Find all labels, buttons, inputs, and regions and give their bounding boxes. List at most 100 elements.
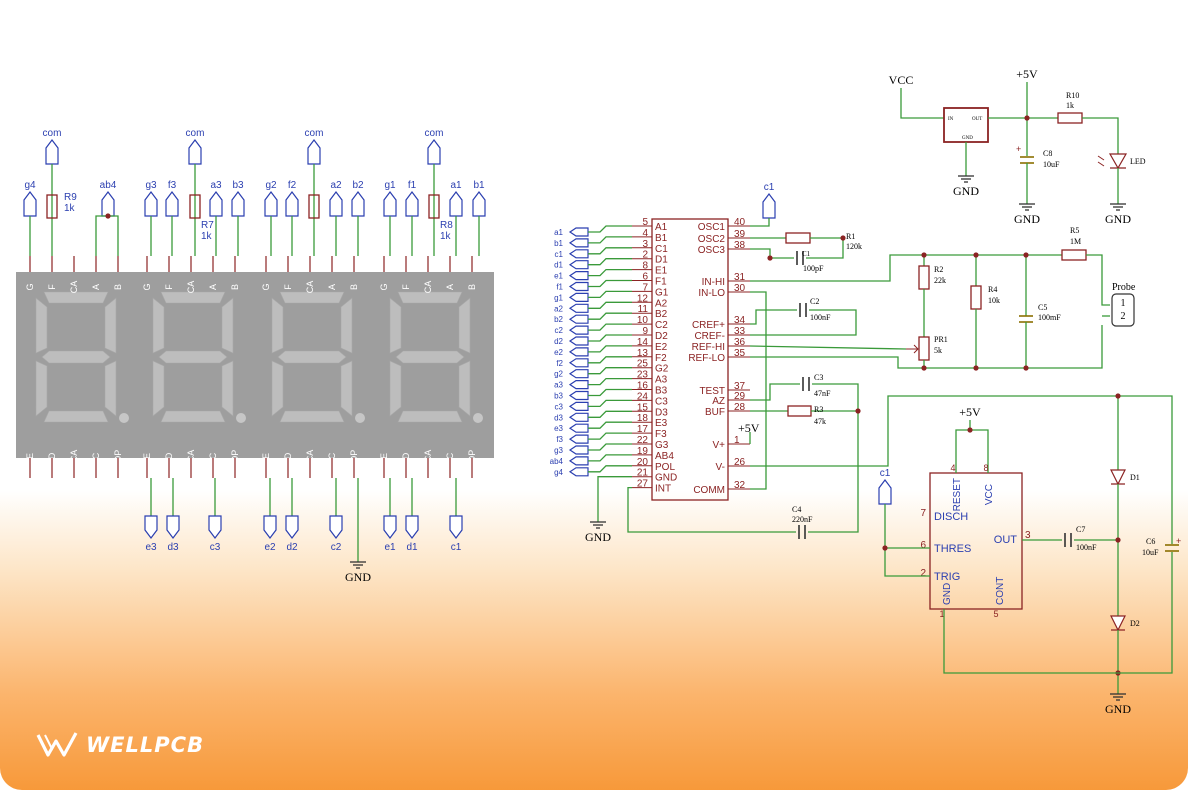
net-connector-e3-label: e3 bbox=[145, 542, 157, 553]
segment-f-digit-3 bbox=[271, 297, 284, 354]
adc-pin-name: B1 bbox=[655, 233, 668, 244]
net-connector-a1 bbox=[449, 191, 463, 217]
display-top-pin-label: A bbox=[327, 284, 337, 290]
adc-pin-number: 9 bbox=[642, 326, 648, 337]
wire-osc3 bbox=[750, 248, 794, 259]
net-connector-c1-label: c1 bbox=[451, 542, 462, 553]
net-connector-e2 bbox=[568, 347, 589, 357]
display-bottom-pin-label: E bbox=[379, 453, 389, 459]
timer-pin-name-thres: THRES bbox=[934, 543, 971, 555]
segment-b-digit-3 bbox=[340, 297, 353, 354]
adc-bus-wire-g4 bbox=[588, 465, 632, 473]
wire-vcc-timer bbox=[970, 429, 989, 473]
voltage-regulator bbox=[943, 107, 989, 143]
display-top-pin-label: G bbox=[379, 283, 389, 290]
net-connector-b1-label: b1 bbox=[473, 180, 485, 191]
net-connector-ab4 bbox=[101, 191, 115, 217]
net-connector-f2 bbox=[285, 191, 299, 217]
resistor-R1 bbox=[785, 232, 811, 244]
timer-supply-label: +5V bbox=[959, 405, 981, 419]
adc-ground-label: GND bbox=[585, 530, 611, 544]
timer-pin-number: 2 bbox=[920, 568, 926, 579]
display-bottom-pin-label: C bbox=[327, 452, 337, 459]
display-bottom-pin-label: D bbox=[164, 452, 174, 459]
wire-r10-led bbox=[1082, 117, 1119, 154]
segment-a-digit-3 bbox=[279, 291, 345, 304]
adc-pin-name: IN-HI bbox=[702, 277, 725, 288]
adc-pin-name: A1 bbox=[655, 222, 668, 233]
adc-bus-wire-b2 bbox=[588, 312, 632, 320]
wellpcb-logo-icon bbox=[36, 732, 78, 757]
resistor-R4 bbox=[970, 285, 982, 310]
adc-pin-name: V+ bbox=[712, 440, 725, 451]
timer-pin-name-cont: CONT bbox=[995, 577, 1006, 605]
segment-c-digit-2 bbox=[221, 360, 234, 417]
adc-bus-wire-g2 bbox=[588, 367, 632, 375]
wire-ref-lo bbox=[750, 325, 1103, 369]
adc-pin-name: REF-LO bbox=[688, 353, 725, 364]
net-connector-f3 bbox=[165, 191, 179, 217]
capacitor-C4 bbox=[798, 525, 806, 539]
display-top-pin-label: A bbox=[445, 284, 455, 290]
junction-dot bbox=[1024, 115, 1030, 121]
C7-name: C7 bbox=[1076, 525, 1085, 534]
adc-pin-number: 32 bbox=[734, 480, 746, 491]
net-connector-g3-label: g3 bbox=[145, 180, 157, 191]
adc-net-label: d3 bbox=[554, 413, 563, 422]
resistor-R5 bbox=[1061, 249, 1087, 261]
segment-f-digit-2 bbox=[152, 297, 165, 354]
net-connector-a1-label: a1 bbox=[450, 180, 462, 191]
D1-label: D1 bbox=[1130, 473, 1140, 482]
net-connector-c2 bbox=[568, 325, 589, 335]
adc-bus-wire-f1 bbox=[588, 279, 632, 288]
adc-net-label: b1 bbox=[554, 239, 563, 248]
C8-name: C8 bbox=[1043, 149, 1052, 158]
segment-a-digit-2 bbox=[160, 291, 226, 304]
junction-dot bbox=[1115, 537, 1121, 543]
regulator-gnd-label: GND bbox=[962, 136, 973, 141]
segment-g-digit-2 bbox=[158, 350, 228, 364]
net-connector-ab4-label: ab4 bbox=[100, 180, 117, 191]
C2-value: 100nF bbox=[810, 313, 831, 322]
capacitor-C3 bbox=[802, 377, 810, 391]
adc-pin-number: 31 bbox=[734, 272, 746, 283]
adc-pin-number: 24 bbox=[637, 391, 649, 402]
wire-reset bbox=[955, 420, 971, 473]
adc-net-label: g2 bbox=[554, 370, 563, 379]
adc-pin-number: 12 bbox=[637, 293, 649, 304]
segment-c-digit-3 bbox=[340, 360, 353, 417]
display-top-pin-label: CA bbox=[186, 281, 196, 294]
adc-pin-number: 11 bbox=[638, 304, 649, 315]
regulator-ground-label: GND bbox=[953, 184, 979, 198]
adc-bus-wire-g3 bbox=[588, 443, 632, 451]
adc-net-label: b2 bbox=[554, 315, 563, 324]
probe-connector bbox=[1111, 293, 1135, 327]
net-connector-f2 bbox=[568, 358, 589, 368]
brand-name: WELLPCB bbox=[86, 733, 205, 757]
adc-net-label: c3 bbox=[555, 402, 564, 411]
adc-pin-name: TEST bbox=[699, 386, 725, 397]
adc-bus-wire-a3 bbox=[588, 377, 632, 386]
capacitor-C6 bbox=[1165, 544, 1179, 552]
junction-dot bbox=[767, 255, 773, 261]
net-connector-b3 bbox=[231, 191, 245, 217]
net-connector-d3 bbox=[166, 515, 180, 539]
R3-name: R3 bbox=[814, 405, 823, 414]
adc-pin-name: IN-LO bbox=[698, 288, 725, 299]
wire-r1 bbox=[806, 237, 844, 259]
display-top-pin-label: B bbox=[349, 284, 359, 290]
adc-pin-number: 37 bbox=[734, 381, 746, 392]
adc-net-label: g1 bbox=[554, 293, 563, 302]
adc-pin-name: B2 bbox=[655, 309, 668, 320]
adc-pin-number: 6 bbox=[642, 272, 648, 283]
net-connector-com bbox=[45, 139, 59, 165]
net-connector-b1 bbox=[568, 238, 589, 248]
wire-vminus bbox=[750, 395, 1118, 467]
decimal-point-digit-3 bbox=[355, 413, 365, 423]
display-bottom-pin-label: DP bbox=[467, 450, 477, 463]
resistor-name: R9 bbox=[64, 192, 77, 203]
display-bottom-pin-label: DP bbox=[349, 450, 359, 463]
adc-net-label: d1 bbox=[554, 261, 563, 270]
timer-pin-number: 1 bbox=[939, 609, 944, 619]
